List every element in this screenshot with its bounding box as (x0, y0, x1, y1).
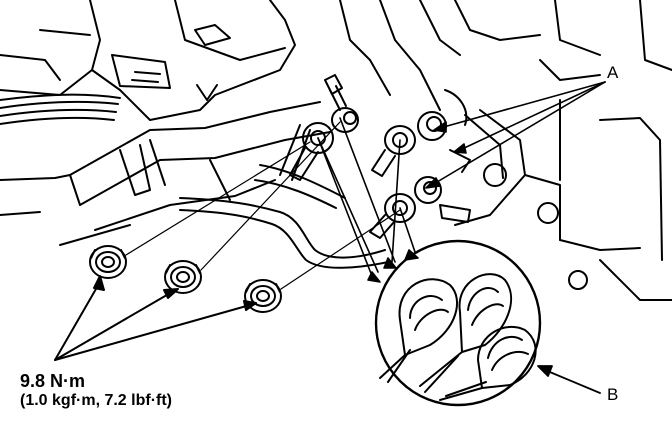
nut-1 (89, 245, 127, 279)
wire-harness (0, 93, 121, 125)
callout-a-leaders (425, 81, 606, 189)
nut-2 (164, 260, 202, 294)
nut-3 (244, 279, 282, 313)
engine-block (339, 0, 672, 301)
ground-terminals (289, 74, 471, 239)
inset-detail (374, 239, 542, 407)
torque-arrows (54, 275, 257, 361)
callout-b-leader (537, 365, 601, 394)
flange-nuts (89, 245, 282, 313)
torque-spec: 9.8 N·m (1.0 kgf·m, 7.2 lbf·ft) (20, 371, 172, 410)
torque-kgf: (1.0 kgf·m, 7.2 lbf·ft) (20, 391, 173, 409)
metal-line (179, 124, 389, 269)
nut-leader-lines (125, 121, 401, 290)
callout-b-label: B (607, 385, 619, 404)
callout-a-label: A (607, 63, 619, 82)
torque-nm: 9.8 N·m (20, 371, 86, 391)
connector-housing (0, 0, 296, 121)
